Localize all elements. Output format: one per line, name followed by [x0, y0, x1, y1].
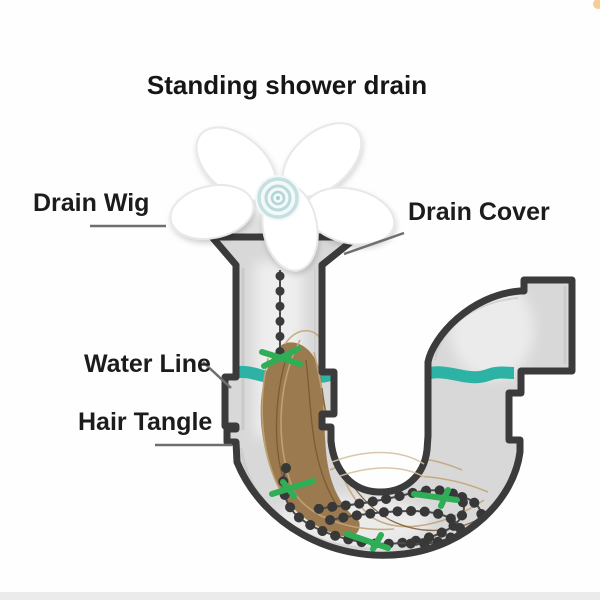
label-drain-wig: Drain Wig — [33, 189, 150, 217]
label-water-line: Water Line — [84, 350, 211, 378]
flower-drain-cover — [169, 122, 396, 272]
corner-speck — [593, 0, 600, 9]
label-hair-tangle: Hair Tangle — [78, 408, 213, 436]
petal-left — [169, 184, 255, 240]
drain-cover-spiral — [255, 175, 301, 221]
label-drain-cover: Drain Cover — [408, 198, 550, 226]
diagram-title: Standing shower drain — [146, 70, 428, 100]
hair-wisps — [331, 451, 427, 479]
bottom-edge-strip — [0, 592, 600, 600]
leader-lines — [90, 224, 405, 447]
drain-cover-leader — [343, 231, 405, 256]
water-line-right — [421, 366, 515, 384]
ubend-barbs — [269, 478, 460, 552]
chain-barb-clip — [259, 346, 303, 369]
water-line-leader — [202, 361, 232, 389]
